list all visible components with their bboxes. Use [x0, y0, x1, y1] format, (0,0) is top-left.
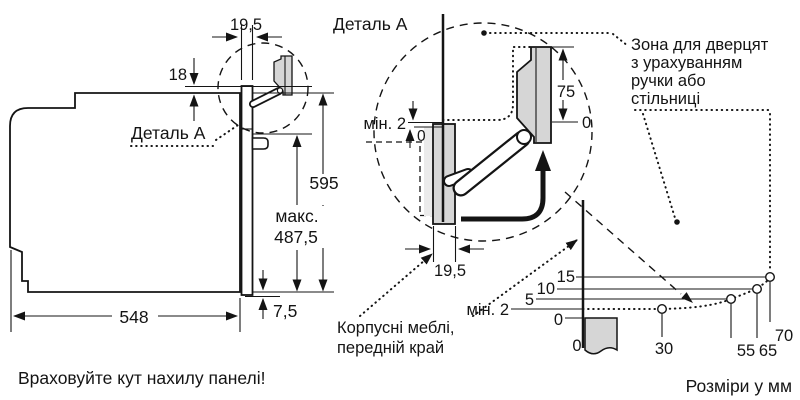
dim-bottom-75: 7,5: [245, 270, 297, 321]
detail-a-marker-circle: [217, 42, 309, 134]
handle-bracket: [516, 46, 552, 144]
oven-body-outline: [9, 92, 241, 293]
hinge-arm: [443, 129, 532, 197]
clearance-graph: 15 10 5 мін. 2 0 30 55 65 70 0: [467, 200, 793, 396]
dim-75-label: 7,5: [273, 301, 297, 321]
min-gap-label: мін. 2: [364, 115, 406, 133]
detail-a-title: Деталь A: [333, 14, 408, 34]
door-dashed-position: [366, 141, 434, 217]
curve-point-30: 30: [655, 304, 673, 358]
y-zero-label: 0: [554, 311, 563, 329]
dim-max-4875: макс. 487,5: [253, 133, 326, 292]
door-zone-line1: Зона для дверцят: [631, 36, 769, 54]
detail-a-callout: Деталь A: [130, 122, 242, 147]
y-tick-10: 10: [537, 280, 555, 298]
door-thickness-label: 19,5: [434, 262, 466, 280]
furniture-note-line2: передній край: [337, 339, 444, 357]
x-tick-30: 30: [655, 340, 673, 358]
x-tick-55: 55: [737, 342, 755, 360]
dim-max-value: 487,5: [274, 227, 318, 247]
door-zone-note: Зона для дверцят з урахуванням ручки або…: [481, 30, 773, 273]
detail-a-label: Деталь A: [131, 123, 206, 143]
units-note: Розміри у мм: [686, 376, 792, 396]
oven-side-view: 19,5 18 Деталь A 595: [9, 16, 343, 388]
y-tick-5: 5: [525, 291, 534, 309]
zero-gap-label: 0: [417, 128, 426, 145]
x-zero-label: 0: [572, 337, 581, 355]
hinge-pivot: [516, 129, 532, 145]
detail-a-circle: [373, 22, 593, 242]
curve-point-55: 55: [726, 294, 755, 360]
dim-75-label: 75: [557, 83, 575, 101]
door-motion-arrow: [461, 150, 551, 222]
dim-min-gap: мін. 2 0: [364, 101, 443, 148]
dim-top-width: 19,5: [212, 16, 282, 80]
door-zone-line2: з урахуванням: [631, 54, 742, 72]
dim-max-word: макс.: [275, 206, 318, 226]
dim-18-label: 18: [169, 66, 187, 84]
detail-a-view: Деталь A: [333, 14, 593, 280]
tilt-note: Враховуйте кут нахилу панелі!: [18, 368, 266, 388]
dim-handle-zone: 75 0: [551, 46, 591, 132]
x-tick-70: 70: [775, 327, 793, 345]
clearance-curve: [582, 277, 771, 310]
dim-548-label: 548: [119, 307, 148, 327]
dim-595-label: 595: [309, 173, 338, 193]
furniture-edge-block: [584, 317, 618, 355]
curve-point-70: 70: [765, 272, 793, 345]
dim-panel-protrusion: 18: [169, 58, 312, 121]
y-min-label: мін. 2: [467, 301, 509, 319]
door-bracket-tab: [251, 137, 269, 150]
dim-top-width-label: 19,5: [230, 16, 262, 34]
dim-door-thickness: 19,5: [405, 226, 484, 280]
furniture-note-line1: Корпусні меблі,: [337, 319, 455, 337]
zero-handle-label: 0: [582, 114, 591, 132]
furniture-note: Корпусні меблі, передній край: [337, 239, 578, 357]
oven-front-panel: [240, 85, 254, 296]
curve-point-65: 65: [752, 284, 777, 360]
x-tick-65: 65: [759, 342, 777, 360]
hinge-mini: [249, 55, 293, 108]
door-zone-line3: ручки або: [631, 72, 706, 90]
dim-height-595: 595: [253, 92, 343, 293]
dim-depth-548: 548: [10, 250, 241, 332]
y-tick-15: 15: [557, 268, 575, 286]
door-zone-line4: стільниці: [631, 90, 700, 108]
